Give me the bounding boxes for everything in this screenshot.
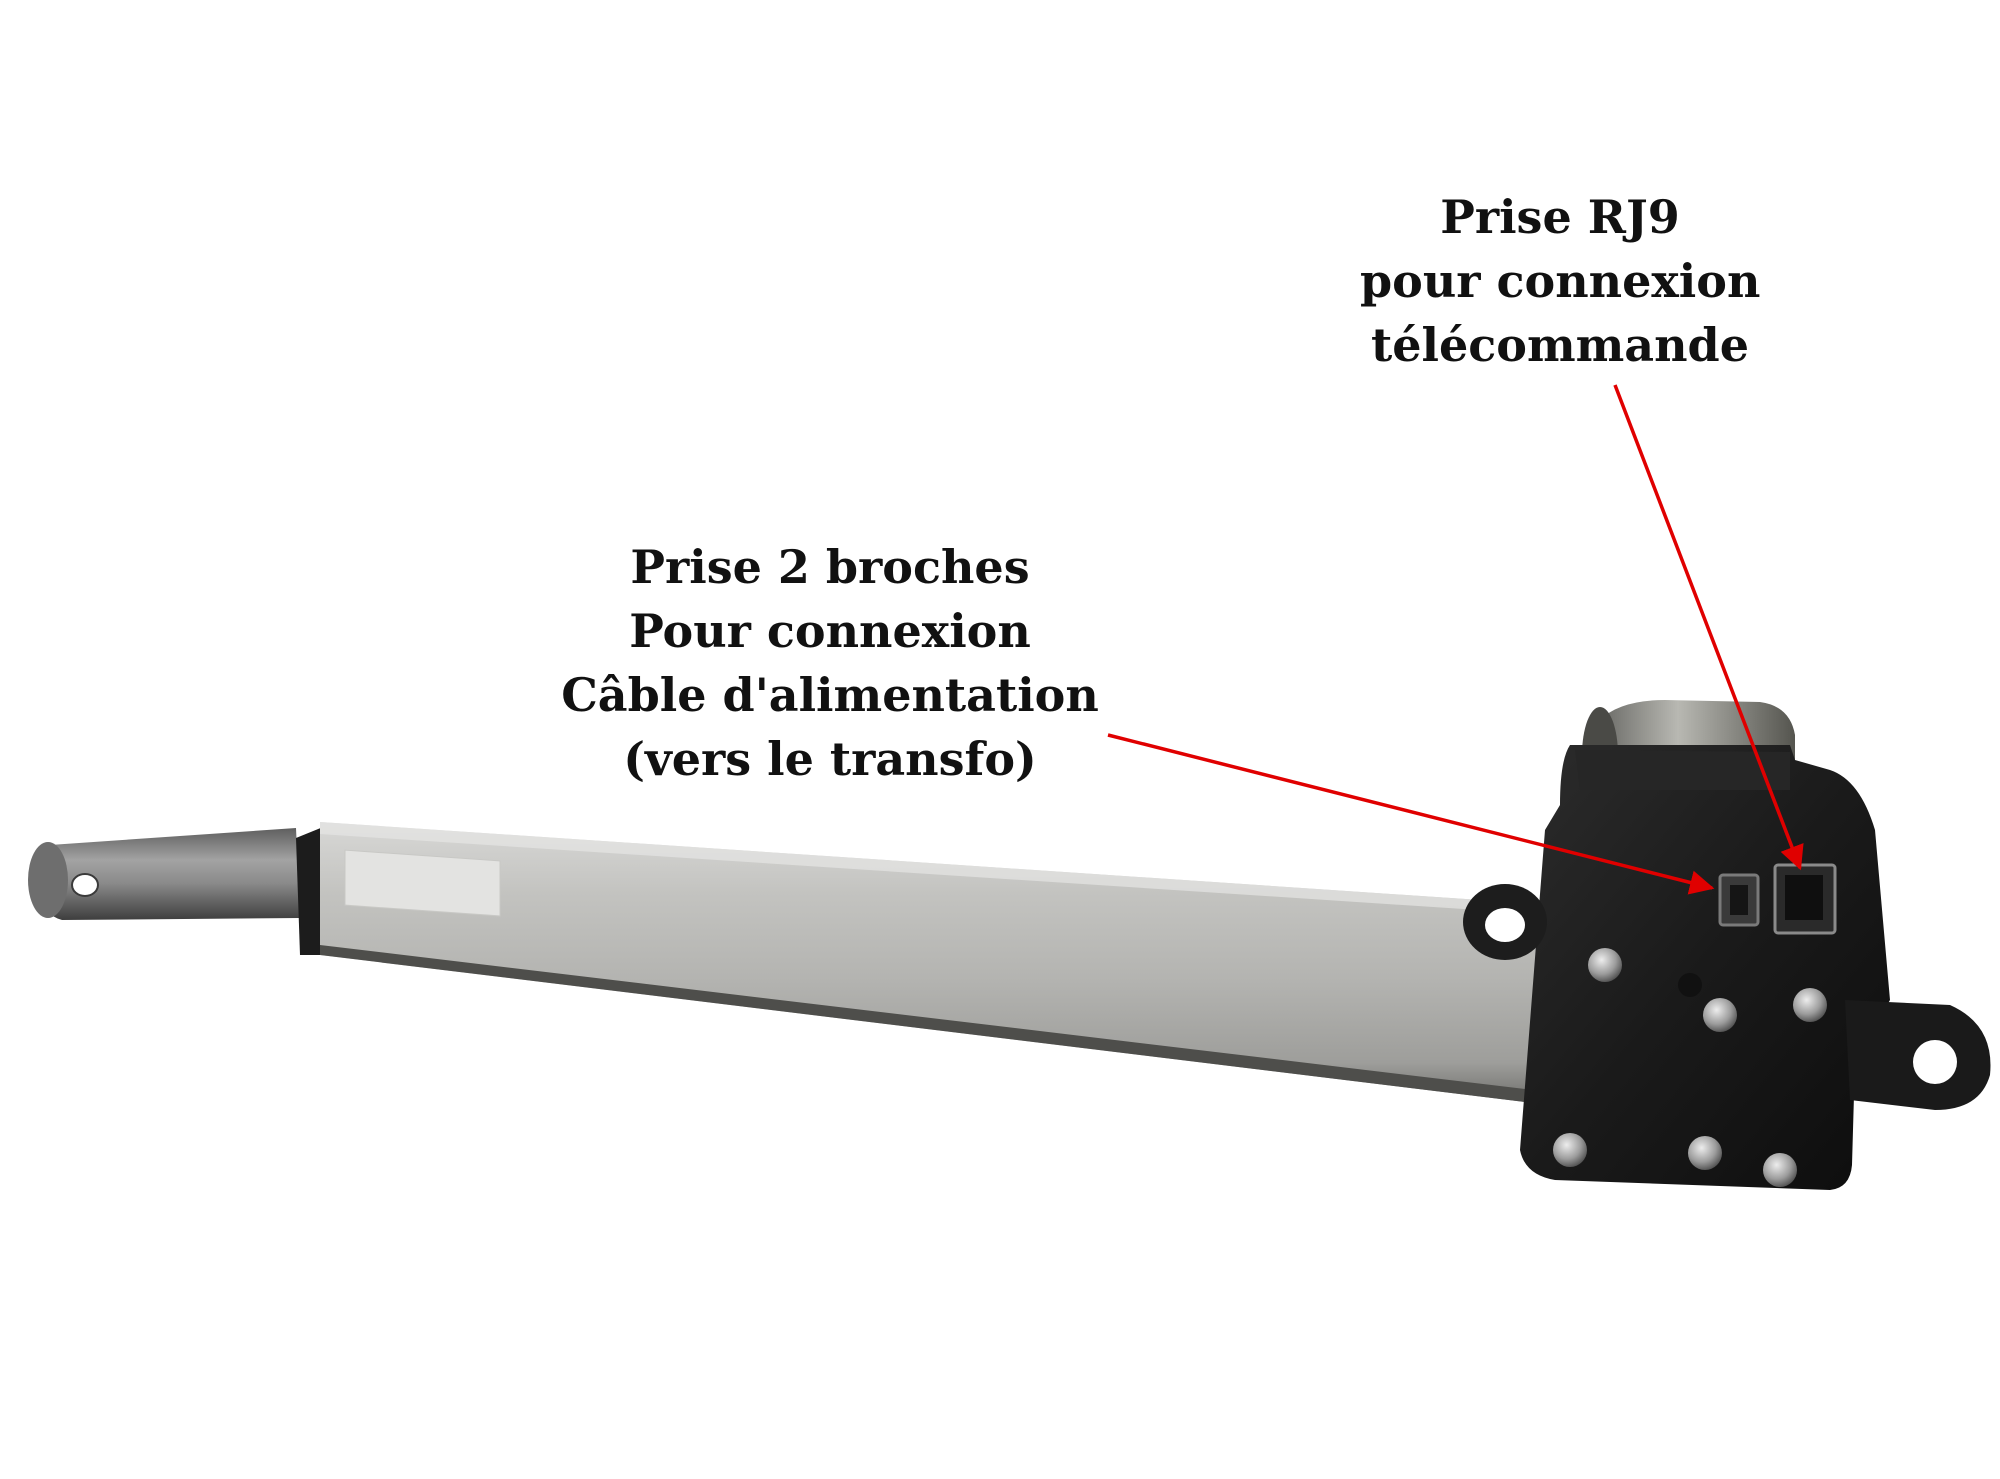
power-label-line-2: Pour connexion: [629, 604, 1031, 658]
gearbox-housing: [1520, 745, 1890, 1190]
housing-top-lug: [1463, 884, 1547, 960]
power-socket-arrow: [1107, 733, 1715, 895]
product-label-sticker: [344, 849, 501, 917]
rj9-label-line-1: Prise RJ9: [1440, 190, 1680, 244]
rod-eye-hole: [71, 873, 99, 897]
aluminium-tube: [320, 822, 1555, 1105]
rear-mounting-eye: [1845, 1000, 1991, 1110]
screw: [1793, 988, 1827, 1022]
power-socket-2-pin: [1718, 873, 1760, 927]
power-label-line-3: Câble d'alimentation: [561, 668, 1099, 722]
screw: [1763, 1153, 1797, 1187]
power-socket-label: Prise 2 broches Pour connexion Câble d'a…: [560, 535, 1100, 791]
screw: [1703, 998, 1737, 1032]
power-label-line-1: Prise 2 broches: [630, 540, 1030, 594]
rj9-socket-arrow: [1613, 384, 1804, 871]
rj9-label-line-3: télécommande: [1371, 318, 1749, 372]
housing-screws: [1553, 948, 1827, 1187]
screw: [1688, 1136, 1722, 1170]
rj9-socket: [1773, 863, 1837, 935]
piston-rod: [28, 828, 300, 920]
screw: [1588, 948, 1622, 982]
power-label-line-4: (vers le transfo): [623, 732, 1037, 786]
rj9-label-line-2: pour connexion: [1360, 254, 1761, 308]
rj9-socket-label: Prise RJ9 pour connexion télécommande: [1360, 185, 1760, 377]
screw: [1553, 1133, 1587, 1167]
